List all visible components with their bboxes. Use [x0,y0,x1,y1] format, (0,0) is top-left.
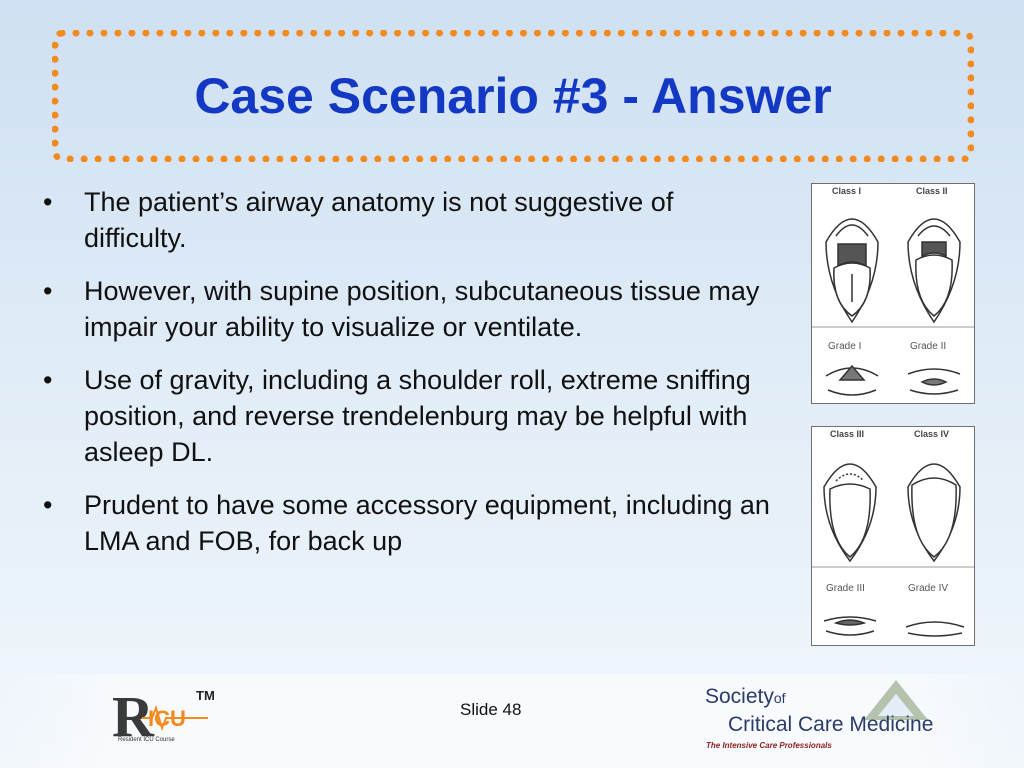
grade-label: Grade II [910,341,947,352]
bullet-text: Use of gravity, including a shoulder rol… [84,365,751,467]
mallampati-figure-class-1-2: Class I Class II Grade I Grade II [811,183,975,404]
glottis-grade-3-drawing [823,616,877,636]
grade-label: Grade IV [908,583,949,594]
mouth-class-1-drawing [825,218,879,324]
bullet-dot: • [43,490,53,520]
trademark-mark: TM [196,688,215,703]
bullet-text: However, with supine position, subcutane… [84,276,760,342]
mallampati-diagram-bottom [812,463,974,637]
grade-label: Grade I [828,341,862,352]
sccm-logo [864,680,928,720]
mouth-class-2-drawing [907,218,961,324]
sccm-logo-society: Societyof [705,685,786,708]
title-dotted-frame [52,30,974,162]
rcc-logo-letter: R [112,684,155,749]
footer-band [0,674,1024,768]
rcc-logo-subtitle: Resident ICU Course [118,737,175,743]
class-label: Class II [916,186,948,196]
bullet-dot: • [43,365,53,395]
mallampati-figure-class-3-4: Class III Class IV Grade III Grade IV [811,426,975,646]
mouth-class-3-drawing [823,463,877,563]
class-label: Class IV [914,429,950,439]
rcc-logo: R ICU [112,684,208,749]
glottis-grade-2-drawing [907,368,961,395]
glottis-grade-1-drawing [825,364,879,396]
bullet-dot: • [43,276,53,306]
class-label: Class III [830,429,865,439]
bullet-item: • The patient’s airway anatomy is not su… [40,184,780,256]
bullet-list: • The patient’s airway anatomy is not su… [40,184,780,576]
bullet-item: • Use of gravity, including a shoulder r… [40,362,780,470]
slide-title: Case Scenario #3 - Answer [194,68,832,124]
slide-number: Slide 48 [460,700,522,719]
bullet-dot: • [43,187,53,217]
sccm-logo-name: Critical Care Medicine [728,713,934,736]
bullet-text: Prudent to have some accessory equipment… [84,490,770,556]
mallampati-diagram-top [812,218,974,396]
class-label: Class I [832,186,862,196]
mouth-class-4-drawing [907,463,961,563]
bullet-text: The patient’s airway anatomy is not sugg… [84,187,674,253]
bullet-item: • Prudent to have some accessory equipme… [40,487,780,559]
bullet-item: • However, with supine position, subcuta… [40,273,780,345]
sccm-logo-tagline: The Intensive Care Professionals [706,741,832,750]
heartbeat-icon [142,704,208,732]
glottis-grade-4-drawing [905,621,965,637]
grade-label: Grade III [826,583,865,594]
